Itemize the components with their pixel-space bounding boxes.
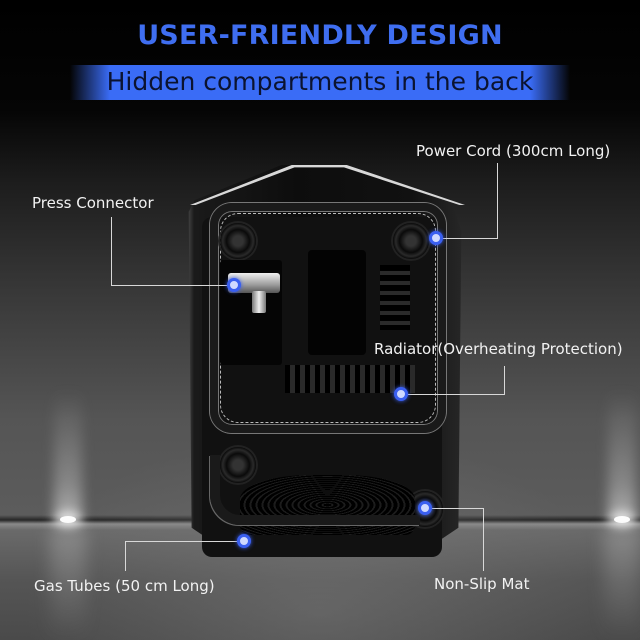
connector-nozzle: [252, 291, 266, 313]
callout-line-radiator-h: [401, 394, 505, 395]
gas-tube-hose: [210, 455, 420, 525]
press-connector-part: [228, 273, 280, 293]
callout-line-press-connector-h: [111, 285, 235, 286]
callout-line-power-cord-v: [497, 163, 498, 239]
callout-label-power-cord: Power Cord (300cm Long): [416, 142, 611, 160]
vent-grille-upper: [380, 265, 410, 330]
floor-reflection-right: [604, 528, 640, 640]
radiator-vent-grille: [285, 365, 415, 393]
floor-reflection-left: [50, 528, 86, 640]
callout-line-gas-tubes-h: [125, 541, 244, 542]
light-spot-right: [614, 516, 630, 523]
callout-dot-gas-tubes: [237, 534, 251, 548]
callout-dot-power-cord: [429, 231, 443, 245]
product-image: [180, 165, 470, 575]
callout-label-non-slip-mat: Non-Slip Mat: [434, 575, 530, 593]
light-beam-right: [608, 390, 636, 525]
subtitle-text: Hidden compartments in the back: [106, 67, 534, 96]
callout-dot-press-connector: [227, 278, 241, 292]
callout-line-power-cord-h: [436, 238, 498, 239]
callout-line-radiator-v: [504, 366, 505, 395]
light-beam-left: [54, 390, 82, 525]
rubber-foot-top-left: [220, 223, 256, 259]
light-spot-left: [60, 516, 76, 523]
callout-line-non-slip-mat-v: [483, 508, 484, 571]
callout-label-press-connector: Press Connector: [32, 194, 154, 212]
callout-line-non-slip-mat-h: [425, 508, 484, 509]
callout-dot-non-slip-mat: [418, 501, 432, 515]
gas-tube-coil: [240, 475, 415, 535]
rubber-foot-top-right: [393, 223, 429, 259]
callout-dot-radiator: [394, 387, 408, 401]
center-slot: [308, 250, 366, 355]
callout-label-gas-tubes: Gas Tubes (50 cm Long): [34, 577, 215, 595]
callout-line-gas-tubes-v: [125, 541, 126, 571]
subtitle-banner: Hidden compartments in the back: [70, 65, 570, 100]
callout-label-radiator: Radiator(Overheating Protection): [374, 340, 623, 358]
callout-line-press-connector-v: [111, 217, 112, 286]
headline: USER-FRIENDLY DESIGN: [137, 20, 503, 51]
